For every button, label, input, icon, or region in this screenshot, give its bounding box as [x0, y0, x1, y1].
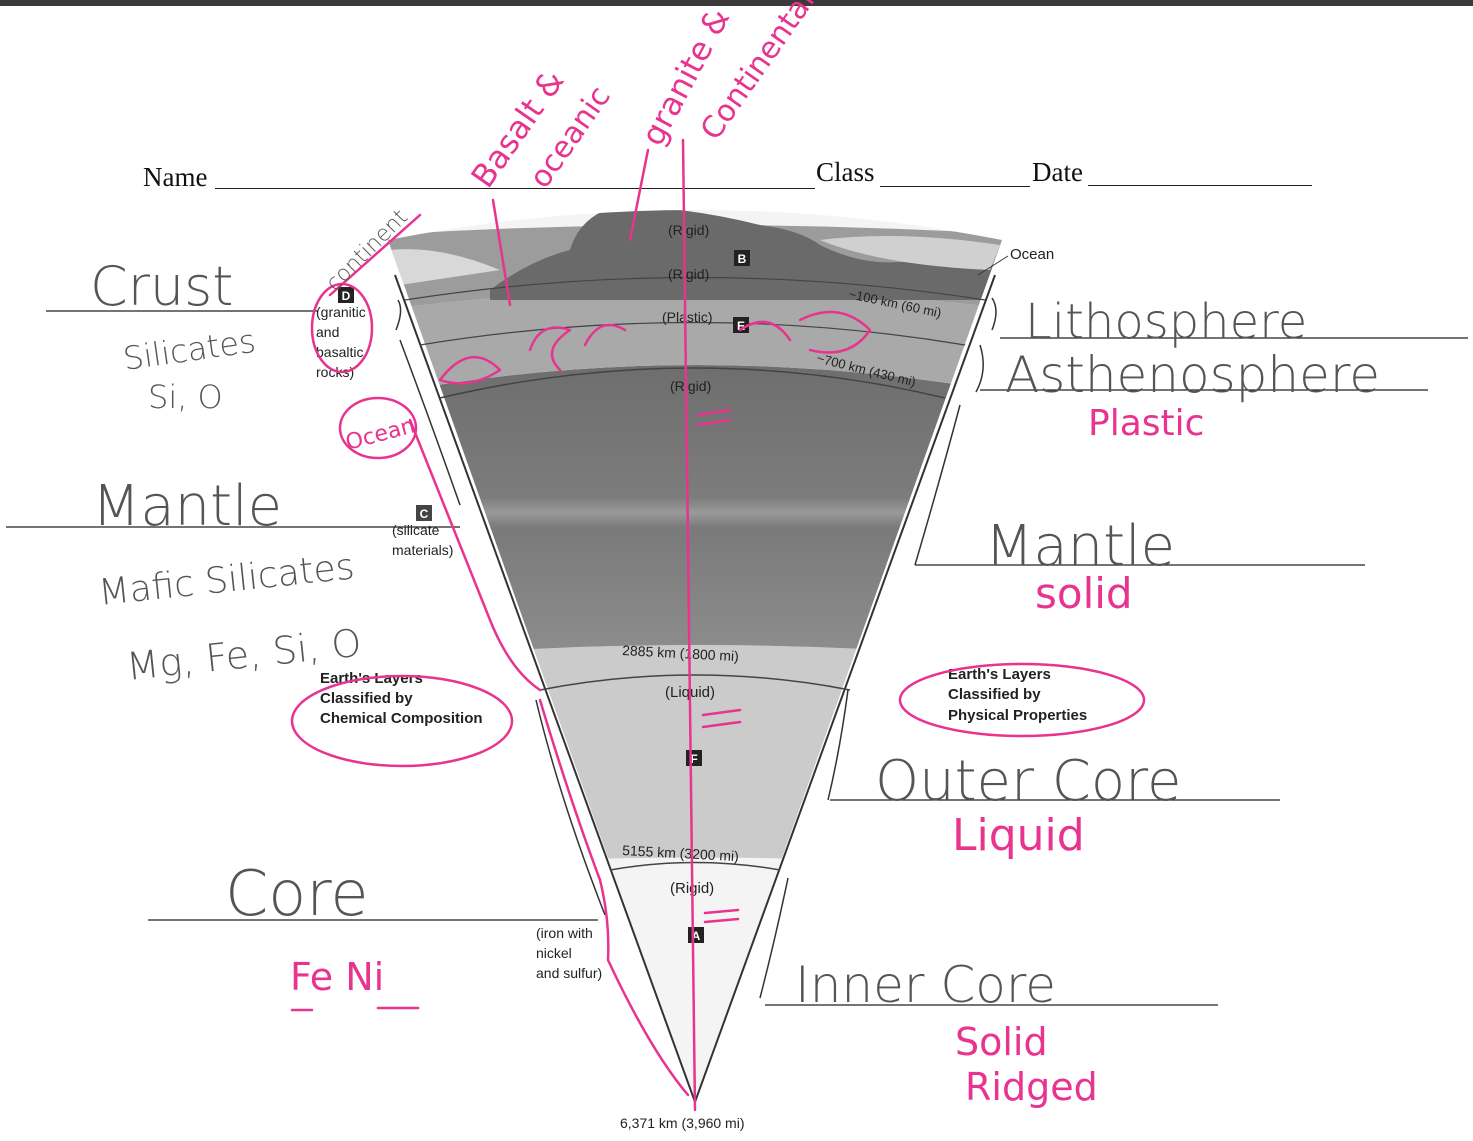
svg-text:E: E: [737, 319, 745, 333]
svg-text:and: and: [316, 324, 339, 340]
svg-text:Chemical Composition: Chemical Composition: [320, 710, 483, 727]
hw-asthenosphere: Asthenosphere: [1005, 346, 1380, 404]
crust-composition: (granitic and basaltic rocks): [316, 304, 366, 380]
core-composition: (iron with nickel and sulfur): [536, 925, 602, 981]
physical-caption: Earth's Layers Classified by Physical Pr…: [900, 664, 1144, 736]
hw-outer-core-note: Liquid: [952, 810, 1085, 861]
svg-text:nickel: nickel: [536, 945, 572, 961]
svg-text:Physical Properties: Physical Properties: [948, 707, 1087, 724]
state-asthenosphere: (Plastic): [662, 309, 713, 325]
svg-text:C: C: [420, 507, 429, 521]
letter-box-b: B: [734, 250, 750, 266]
svg-text:Classified by: Classified by: [948, 686, 1041, 703]
svg-text:basaltic: basaltic: [316, 344, 363, 360]
letter-box-f: F: [686, 750, 702, 766]
svg-text:Classified by: Classified by: [320, 690, 413, 707]
hw-core: Core: [225, 857, 369, 930]
hw-core-note: Fe Ni: [290, 955, 384, 999]
svg-text:(granitic: (granitic: [316, 304, 366, 320]
svg-text:materials): materials): [392, 542, 453, 558]
state-lithosphere: (Rigid): [668, 266, 709, 282]
letter-box-a: A: [688, 927, 704, 943]
hw-crust-note1: Silicates: [121, 322, 258, 378]
hw-asthenosphere-note: Plastic: [1088, 403, 1204, 444]
svg-text:(silicate: (silicate: [392, 522, 440, 538]
hw-inner-core-note2: Ridged: [965, 1065, 1098, 1109]
svg-text:B: B: [738, 252, 747, 266]
mantle-region: [380, 365, 1020, 660]
hw-inner-core: Inner Core: [795, 956, 1056, 1014]
hw-crust: Crust: [90, 255, 233, 318]
ocean-label: Ocean: [1010, 246, 1054, 263]
hw-crust-note2: Si, O: [148, 378, 223, 416]
svg-text:(iron with: (iron with: [536, 925, 593, 941]
hw-inner-core-note1: Solid: [955, 1020, 1048, 1064]
state-mantle: (Rigid): [670, 378, 711, 394]
letter-box-c: C: [416, 505, 432, 521]
state-crust: (Rigid): [668, 222, 709, 238]
depth-6371km: 6,371 km (3,960 mi): [620, 1115, 745, 1131]
hw-outer-core: Outer Core: [875, 749, 1181, 814]
hw-mantle: Mantle: [92, 474, 282, 539]
hw-lithosphere: Lithosphere: [1025, 294, 1307, 350]
chemical-caption: Earth's Layers Classified by Chemical Co…: [292, 670, 512, 766]
hw-mantle-right-note: solid: [1035, 569, 1133, 618]
svg-text:and sulfur): and sulfur): [536, 965, 602, 981]
hw-mantle-note1: Mafic Silicates: [97, 546, 357, 614]
